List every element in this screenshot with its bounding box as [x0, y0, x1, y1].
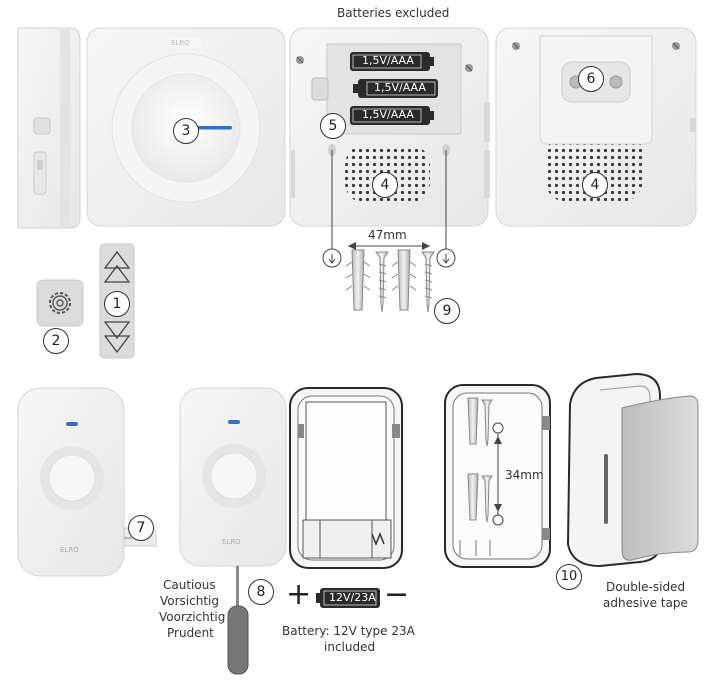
aaa-battery-2 [353, 79, 438, 98]
batteries-excluded-label: Batteries excluded [337, 6, 450, 20]
battery-caption-line2: included [324, 640, 376, 654]
aaa-battery-label-3: 1,5V/AAA [362, 108, 414, 121]
callout-7: 7 [128, 515, 154, 541]
brand-logo-button-2: ELRO [222, 538, 241, 546]
aaa-battery-3 [350, 106, 434, 125]
plug-in-chime-view [495, 27, 697, 227]
callout-5: 5 [320, 113, 346, 139]
screwdriver-icon [227, 566, 249, 675]
callout-8: 8 [248, 579, 274, 605]
brand-logo-button-1: ELRO [60, 546, 79, 554]
caution-label-de: Vorsichtig [160, 594, 219, 608]
callout-1: 1 [104, 291, 130, 317]
brand-logo-chime: ELRO [171, 39, 190, 47]
callout-10: 10 [556, 564, 582, 590]
adhesive-tape-line1: Double-sided [606, 580, 686, 594]
mounting-guide-47mm [322, 150, 456, 268]
aaa-battery-label-1: 1,5V/AAA [362, 54, 414, 67]
chime-side-view [17, 27, 81, 229]
caution-label-fr: Prudent [167, 626, 214, 640]
arrow-up-icon [103, 250, 131, 283]
battery-caption-line1: Battery: 12V type 23A [282, 624, 415, 638]
push-button-back-view [289, 387, 403, 569]
callout-2: 2 [43, 328, 69, 354]
wall-plug-icon [345, 249, 417, 311]
screw-icon [375, 251, 435, 313]
battery-12v-label: 12V/23A [329, 591, 376, 604]
callout-4-speaker-plugin: 4 [582, 172, 608, 198]
caution-label-en: Cautious [163, 578, 216, 592]
aaa-battery-1 [350, 52, 434, 71]
callout-9: 9 [434, 298, 460, 324]
callout-6: 6 [578, 66, 604, 92]
push-button-open-view [179, 387, 287, 567]
mounting-plate-back-view [444, 384, 551, 568]
minus-sign: − [384, 577, 410, 612]
callout-4-speaker-back: 4 [372, 172, 398, 198]
callout-3: 3 [173, 118, 199, 144]
push-button-with-adhesive [566, 372, 699, 568]
battery-12v-23a [316, 588, 380, 608]
plus-sign: + [286, 577, 312, 612]
gear-icon [36, 279, 84, 327]
aaa-battery-label-2: 1,5V/AAA [374, 81, 426, 94]
caution-label-nl: Voorzichtig [159, 610, 226, 624]
distance-34mm-label: 34mm [505, 468, 544, 482]
arrow-down-icon [103, 321, 131, 354]
adhesive-tape-line2: adhesive tape [603, 596, 688, 610]
push-button-front-view [17, 387, 157, 577]
distance-47mm-label: 47mm [368, 228, 407, 242]
